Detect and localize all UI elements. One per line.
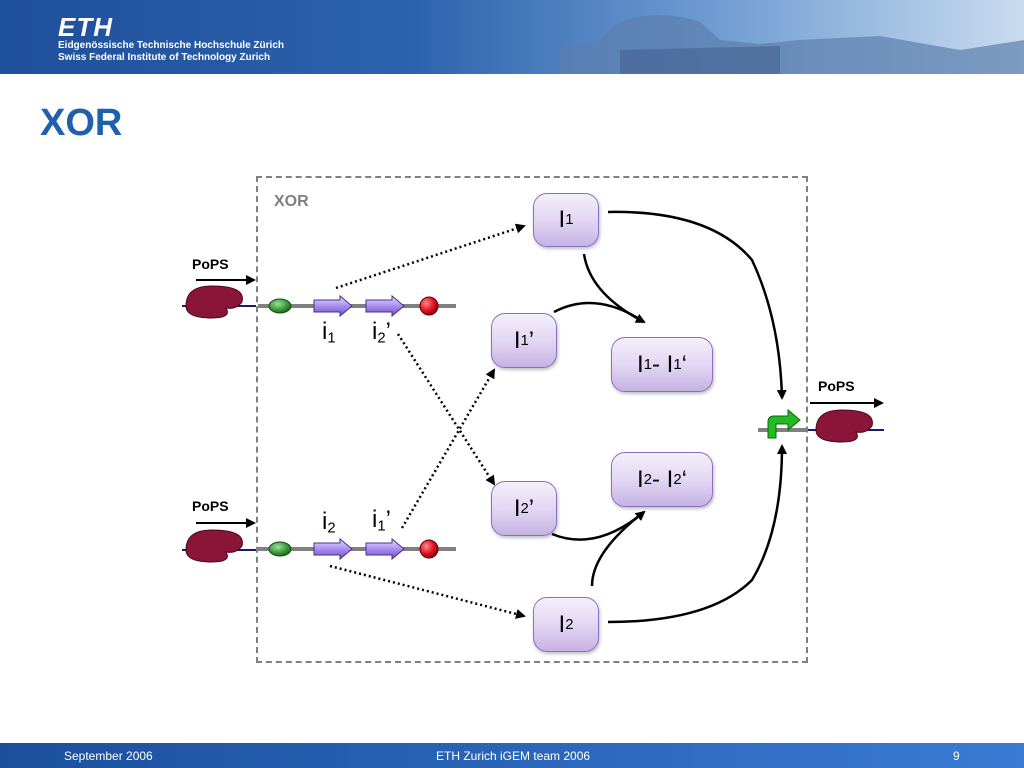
dotted-arrow-i1p-to-I1p: [400, 368, 496, 529]
gene-i2p-top: [365, 294, 405, 318]
pops-label-bottom: PoPS: [192, 498, 229, 514]
output-promoter: [767, 408, 801, 439]
header-banner: ETH Eidgenössische Technische Hochschule…: [0, 0, 1024, 74]
dotted-arrow-i2-to-I2: [329, 564, 526, 619]
terminator-bottom: [419, 539, 439, 559]
gene-label-i1-top: i1: [322, 318, 336, 347]
dotted-arrow-i2p-to-I2p: [396, 333, 496, 486]
gene-i1p-bottom: [365, 537, 405, 561]
protein-top: [185, 285, 243, 319]
eth-logo: ETH: [58, 12, 113, 42]
xor-device-box: [256, 176, 808, 663]
rbs-top: [268, 298, 292, 314]
gene-label-i1p-bottom: i1’: [372, 506, 391, 535]
eth-name-english: Swiss Federal Institute of Technology Zu…: [58, 52, 271, 63]
footer-center-text: ETH Zurich iGEM team 2006: [436, 749, 591, 763]
protein-bottom: [185, 529, 243, 563]
rbs-bottom: [268, 541, 292, 557]
curve-I2-to-promoter: [607, 444, 787, 624]
curve-I2p-to-complex2: [551, 510, 646, 541]
footer-date: September 2006: [64, 749, 153, 763]
building-silhouette: [560, 15, 1024, 74]
curve-I1-to-complex1: [582, 253, 646, 324]
footer-bar: September 2006 ETH Zurich iGEM team 2006…: [0, 743, 1024, 768]
terminator-top: [419, 296, 439, 316]
protein-output: [815, 409, 873, 443]
gene-i2-bottom: [313, 537, 353, 561]
eth-name-german: Eidgenössische Technische Hochschule Zür…: [58, 40, 284, 51]
gene-i1-top: [313, 294, 353, 318]
pops-label-top: PoPS: [192, 256, 229, 272]
xor-box-label: XOR: [274, 193, 309, 210]
curve-I2-to-complex2: [590, 511, 645, 587]
gene-label-i2-bottom: i2: [322, 508, 336, 537]
curve-I1-to-promoter: [607, 210, 787, 400]
gene-label-i2p-top: i2’: [372, 318, 391, 347]
page-number: 9: [953, 749, 960, 763]
slide-title: XOR: [40, 102, 123, 144]
pops-label-output: PoPS: [818, 378, 855, 394]
curve-I1p-to-complex1: [553, 301, 645, 324]
dotted-arrow-i1-to-I1: [335, 223, 526, 290]
